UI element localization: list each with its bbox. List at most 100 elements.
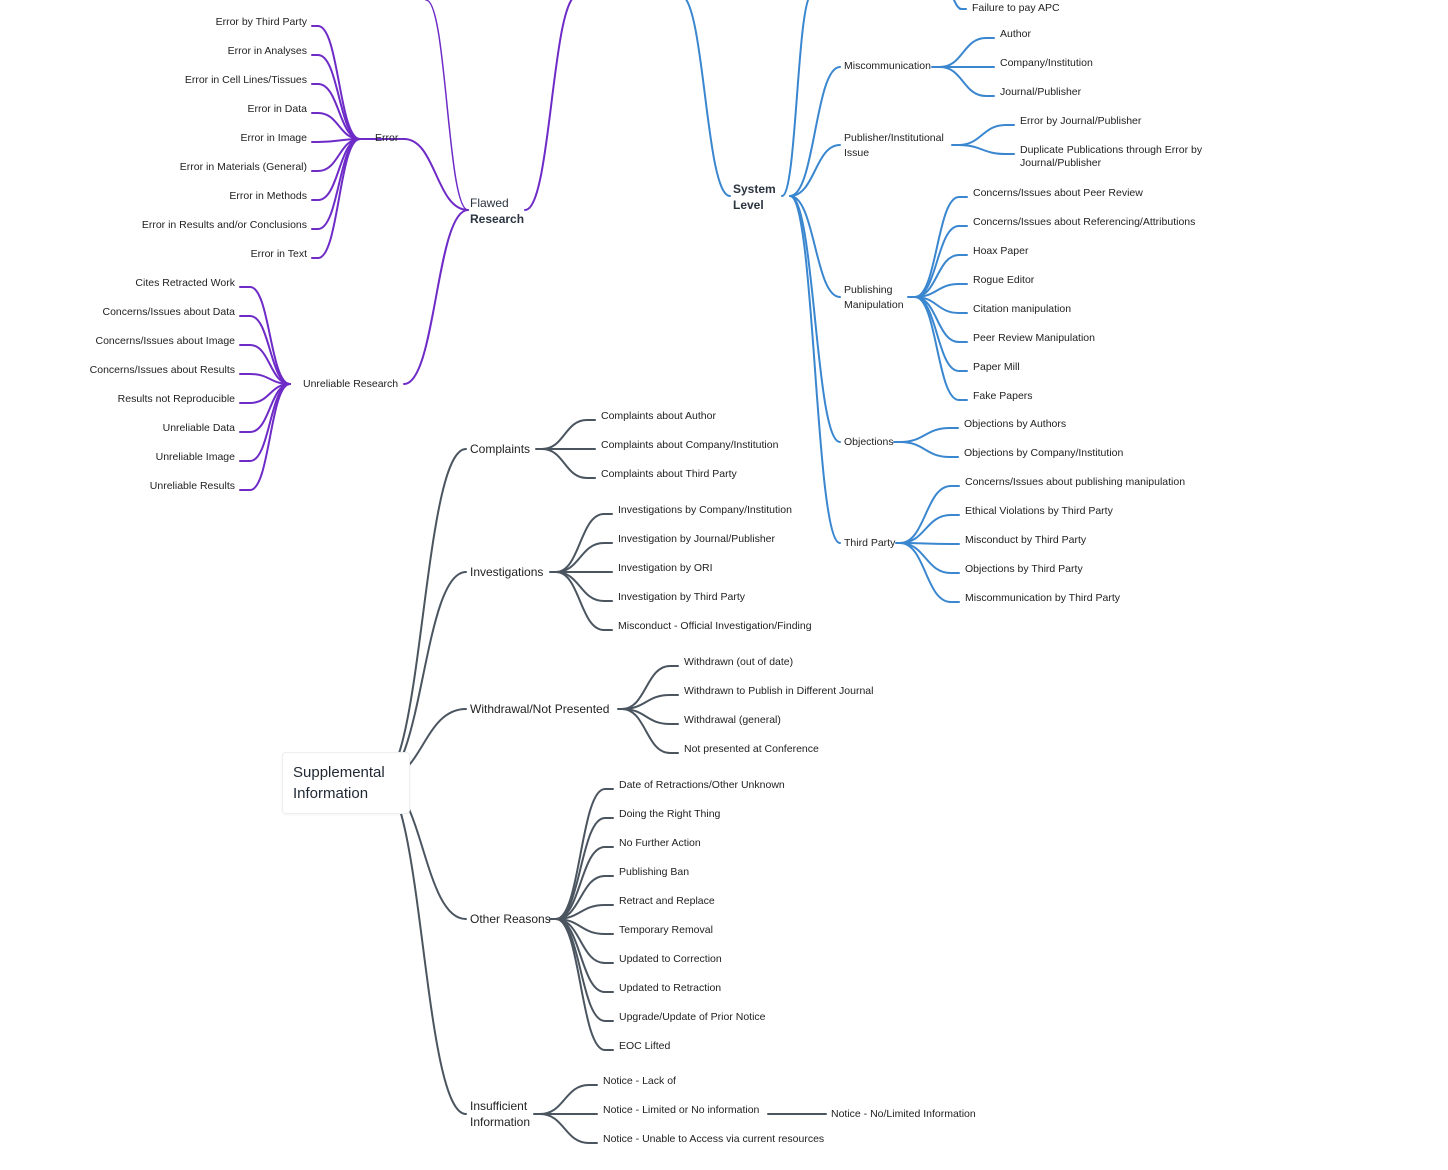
leaf-node[interactable]: Investigation by ORI bbox=[618, 562, 713, 574]
publisher-issue-node[interactable]: Publisher/Institutional Issue bbox=[844, 132, 944, 160]
leaf-node[interactable]: Error in Image bbox=[240, 132, 307, 144]
leaf-node[interactable]: Misconduct by Third Party bbox=[965, 534, 1087, 546]
withdrawal-node[interactable]: Withdrawal/Not Presented bbox=[470, 702, 610, 716]
leaf-node[interactable]: Publishing Ban bbox=[619, 866, 690, 878]
leaf-node[interactable]: Duplicate Publications through Error by … bbox=[1020, 144, 1203, 169]
leaf-node[interactable]: Results not Reproducible bbox=[117, 393, 235, 405]
system-level-node[interactable]: System Level bbox=[733, 181, 776, 213]
miscommunication-node[interactable]: Miscommunication bbox=[844, 60, 931, 72]
leaf-node[interactable]: EOC Lifted bbox=[619, 1040, 671, 1052]
connector bbox=[684, 0, 731, 197]
leaf-node[interactable]: Unreliable Data bbox=[162, 422, 235, 434]
leaf-node[interactable]: Journal/Publisher bbox=[1000, 86, 1082, 98]
leaf-node[interactable]: Error in Materials (General) bbox=[179, 161, 307, 173]
failure-to-pay-apc-node[interactable]: Failure to pay APC bbox=[972, 2, 1060, 14]
leaf-node[interactable]: Temporary Removal bbox=[619, 924, 713, 936]
connector bbox=[555, 571, 605, 631]
leaf-node[interactable]: Fake Papers bbox=[973, 390, 1033, 402]
connector bbox=[899, 441, 951, 458]
leaf-node[interactable]: Citation manipulation bbox=[973, 303, 1072, 315]
leaf-node[interactable]: Concerns/Issues about Peer Review bbox=[973, 187, 1143, 199]
leaf-node[interactable]: Concerns/Issues about Results bbox=[89, 364, 235, 376]
leaf-node[interactable]: Unreliable Image bbox=[155, 451, 235, 463]
publishing-manipulation-node[interactable]: Publishing Manipulation bbox=[844, 284, 904, 312]
error-node[interactable]: Error bbox=[375, 132, 399, 144]
leaf-node[interactable]: Concerns/Issues about Data bbox=[102, 306, 236, 318]
flawed-research-line-1: Flawed bbox=[470, 196, 509, 210]
connector bbox=[789, 195, 841, 298]
root-node[interactable]: Supplemental Information bbox=[282, 752, 410, 814]
leaf-node[interactable]: Doing the Right Thing bbox=[619, 808, 721, 820]
leaf-node[interactable]: Company/Institution bbox=[1000, 57, 1093, 69]
leaf-node[interactable]: Complaints about Company/Institution bbox=[601, 439, 779, 451]
connector bbox=[939, 66, 987, 97]
publisher-issue-line-2: Issue bbox=[844, 147, 870, 159]
leaf-node[interactable]: Author bbox=[1000, 28, 1031, 40]
connector bbox=[317, 83, 361, 140]
leaf-node[interactable]: Error in Data bbox=[247, 103, 307, 115]
leaf-node[interactable]: Investigation by Third Party bbox=[618, 591, 746, 603]
leaf-node[interactable]: Objections by Company/Institution bbox=[964, 447, 1124, 459]
leaf-node[interactable]: Miscommunication by Third Party bbox=[965, 592, 1121, 604]
leaf-node[interactable]: Objections by Third Party bbox=[965, 563, 1083, 575]
complaints-node[interactable]: Complaints bbox=[470, 442, 531, 456]
leaf-node[interactable]: Notice - Unable to Access via current re… bbox=[603, 1133, 825, 1145]
leaf-node[interactable]: Investigation by Journal/Publisher bbox=[618, 533, 776, 545]
leaf-node[interactable]: Error in Analyses bbox=[227, 45, 307, 57]
leaf-node[interactable]: Peer Review Manipulation bbox=[973, 332, 1095, 344]
leaf-node[interactable]: Objections by Authors bbox=[964, 418, 1067, 430]
root-label-line-2: Information bbox=[293, 785, 369, 802]
insufficient-information-node[interactable]: Insufficient Information bbox=[470, 1098, 530, 1130]
leaf-node[interactable]: Misconduct - Official Investigation/Find… bbox=[618, 620, 812, 632]
leaf-node[interactable]: Notice - Lack of bbox=[603, 1075, 676, 1087]
other-reasons-node[interactable]: Other Reasons bbox=[470, 912, 551, 926]
leaf-node[interactable]: Investigations by Company/Institution bbox=[618, 504, 792, 516]
investigations-node[interactable]: Investigations bbox=[470, 565, 544, 579]
leaf-node[interactable]: Error in Cell Lines/Tissues bbox=[184, 74, 307, 86]
connector bbox=[914, 296, 960, 372]
leaf-node[interactable]: Error in Text bbox=[250, 248, 307, 260]
leaf-node[interactable]: Error by Journal/Publisher bbox=[1020, 115, 1142, 127]
connector bbox=[899, 542, 952, 574]
connector bbox=[249, 383, 291, 491]
leaf-node[interactable]: Unreliable Results bbox=[149, 480, 235, 492]
connector bbox=[317, 138, 361, 230]
leaf-node[interactable]: Retract and Replace bbox=[619, 895, 715, 907]
leaf-node[interactable]: Error in Methods bbox=[229, 190, 307, 202]
leaf-node[interactable]: Notice - Limited or No information bbox=[603, 1104, 760, 1116]
connector bbox=[555, 513, 605, 573]
leaf-node[interactable]: Not presented at Conference bbox=[684, 743, 819, 755]
leaf-node[interactable]: Complaints about Third Party bbox=[601, 468, 737, 480]
leaf-node[interactable]: Concerns/Issues about Image bbox=[95, 335, 236, 347]
system-level-line-1: System bbox=[733, 182, 776, 196]
leaf-node[interactable]: Withdrawn to Publish in Different Journa… bbox=[684, 685, 874, 697]
leaf-node[interactable]: Date of Retractions/Other Unknown bbox=[619, 779, 785, 791]
connector bbox=[539, 1084, 590, 1115]
connector bbox=[957, 124, 1007, 146]
leaf-node[interactable]: Error by Third Party bbox=[215, 16, 307, 28]
leaf-node[interactable]: Ethical Violations by Third Party bbox=[965, 505, 1113, 517]
objections-node[interactable]: Objections bbox=[844, 436, 894, 448]
connector bbox=[425, 0, 469, 211]
leaf-node[interactable]: No Further Action bbox=[619, 837, 701, 849]
leaf-node[interactable]: Rogue Editor bbox=[973, 274, 1035, 286]
leaf-node[interactable]: Complaints about Author bbox=[601, 410, 716, 422]
third-party-node[interactable]: Third Party bbox=[844, 537, 896, 549]
leaf-node[interactable]: Hoax Paper bbox=[973, 245, 1029, 257]
notice-no-limited-node[interactable]: Notice - No/Limited Information bbox=[831, 1108, 976, 1120]
flawed-research-node[interactable]: Flawed Research bbox=[470, 195, 524, 227]
leaf-node[interactable]: Withdrawn (out of date) bbox=[684, 656, 794, 668]
leaf-node[interactable]: Withdrawal (general) bbox=[684, 714, 781, 726]
connector bbox=[403, 209, 469, 385]
leaf-node[interactable]: Updated to Correction bbox=[619, 953, 722, 965]
leaf-node[interactable]: Concerns/Issues about Referencing/Attrib… bbox=[973, 216, 1196, 228]
leaf-node[interactable]: Upgrade/Update of Prior Notice bbox=[619, 1011, 766, 1023]
unreliable-research-node[interactable]: Unreliable Research bbox=[303, 378, 399, 390]
leaf-node[interactable]: Paper Mill bbox=[973, 361, 1020, 373]
leaf-node[interactable]: Cites Retracted Work bbox=[135, 277, 235, 289]
leaf-node[interactable]: Concerns/Issues about publishing manipul… bbox=[965, 476, 1186, 488]
leaf-node[interactable]: Updated to Retraction bbox=[619, 982, 722, 994]
leaf-node[interactable]: Error in Results and/or Conclusions bbox=[141, 219, 307, 231]
